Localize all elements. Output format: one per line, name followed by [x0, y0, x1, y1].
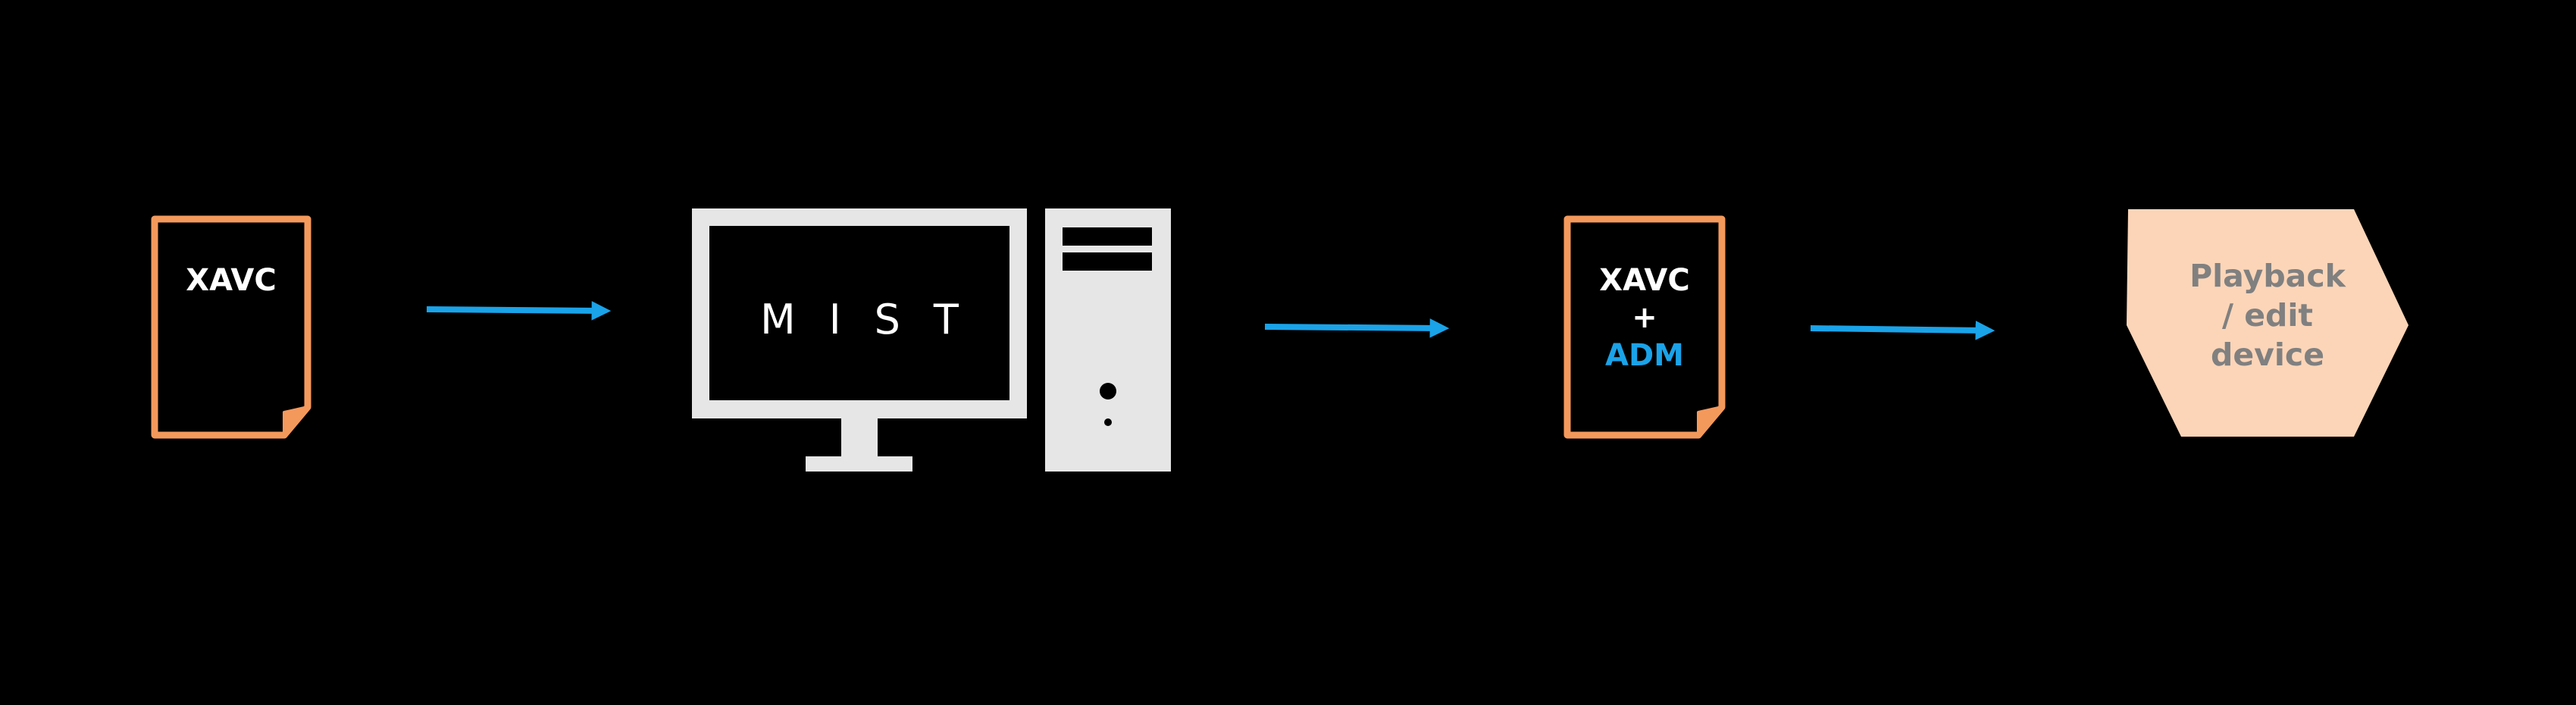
mist-screen-text: MIST [760, 296, 992, 343]
source-file-node: XAVC [151, 215, 311, 439]
output-file-node: XAVC + ADM [1563, 215, 1726, 439]
monitor-icon [692, 208, 1027, 472]
computer-node: MIST [692, 208, 1171, 472]
output-file-line1: XAVC [1599, 263, 1689, 298]
device-hexagon [2127, 209, 2409, 437]
source-file-label: XAVC [186, 263, 276, 298]
output-file-line2: + [1632, 300, 1657, 335]
tower-icon [1045, 208, 1171, 472]
device-label-line2: / edit [2222, 297, 2313, 334]
arrow-right-icon [1264, 318, 1450, 338]
device-node: Playback / edit device [2127, 209, 2409, 437]
page-fold-icon [1697, 406, 1723, 437]
document-icon [151, 215, 311, 439]
arrow-right-icon [426, 301, 612, 321]
arrow-right-icon [1810, 321, 1995, 340]
device-label-line3: device [2211, 337, 2324, 373]
device-label-line1: Playback [2189, 258, 2347, 294]
page-fold-icon [283, 406, 309, 437]
output-file-line3: ADM [1605, 338, 1684, 373]
